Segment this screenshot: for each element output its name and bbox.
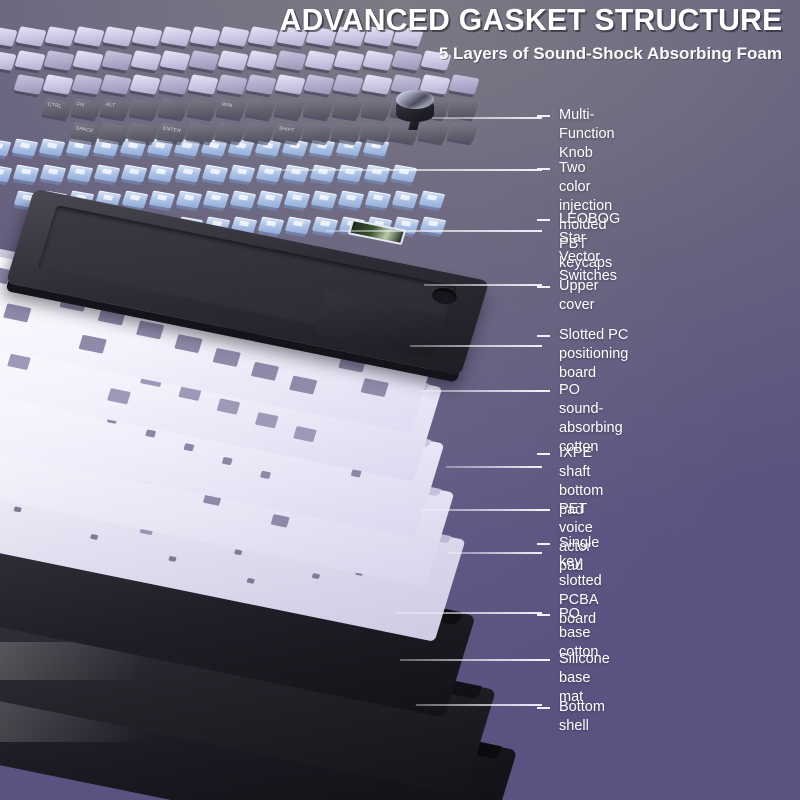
leader-upper-cover xyxy=(424,284,542,286)
callout-label: PET voice actor pad xyxy=(559,501,593,574)
leader-bottom-shell xyxy=(416,704,542,706)
callout-dash-icon xyxy=(537,390,550,392)
callout-label: Bottom shell xyxy=(559,699,605,734)
callout-label: Single key slotted PCBA board xyxy=(559,535,602,627)
callout-dash-icon xyxy=(537,707,550,709)
leader-pet xyxy=(420,509,542,511)
leader-po-base xyxy=(396,612,542,614)
callout-label: Multi-Function Knob xyxy=(559,107,615,161)
leader-pc-plate xyxy=(410,345,542,347)
knob-cap xyxy=(396,90,434,109)
callout-dash-icon xyxy=(537,614,550,616)
callout-dash-icon xyxy=(537,219,550,221)
callout-dash-icon xyxy=(537,509,550,511)
leader-silicone xyxy=(400,659,542,661)
callout-dash-icon xyxy=(537,115,550,117)
callout-dash-icon xyxy=(537,335,550,337)
leader-switches xyxy=(326,230,542,232)
multi-function-knob-part xyxy=(392,88,438,130)
callout-label: PO sound-absorbing cotton xyxy=(559,382,623,455)
callout-label: IXPE shaft bottom pad xyxy=(559,445,604,518)
callout-label: PO base cotton xyxy=(559,606,599,660)
callout-dash-icon xyxy=(537,168,550,170)
page-subtitle: 5 Layers of Sound-Shock Absorbing Foam xyxy=(438,44,782,63)
callout-label: LEOBOG Star Vector Switches xyxy=(559,211,621,284)
page-title: ADVANCED GASKET STRUCTURE xyxy=(279,2,783,37)
header: ADVANCED GASKET STRUCTURE 5 Layers of So… xyxy=(0,0,800,66)
callout-label: Upper cover xyxy=(559,278,599,313)
leader-pcba xyxy=(448,552,542,554)
callout-label: Slotted PC positioning board xyxy=(559,327,629,381)
leader-po-cotton xyxy=(418,390,542,392)
callout-dash-icon xyxy=(537,286,550,288)
leader-knob xyxy=(432,117,542,119)
callout-label: Silicone base mat xyxy=(559,651,610,705)
callout-dash-icon xyxy=(537,659,550,661)
leader-ixpe xyxy=(446,466,542,468)
leader-keycaps xyxy=(270,169,542,171)
callout-dash-icon xyxy=(537,543,550,545)
callout-dash-icon xyxy=(537,453,550,455)
callout-label: Two color injection molded PBT keycaps xyxy=(559,160,613,271)
